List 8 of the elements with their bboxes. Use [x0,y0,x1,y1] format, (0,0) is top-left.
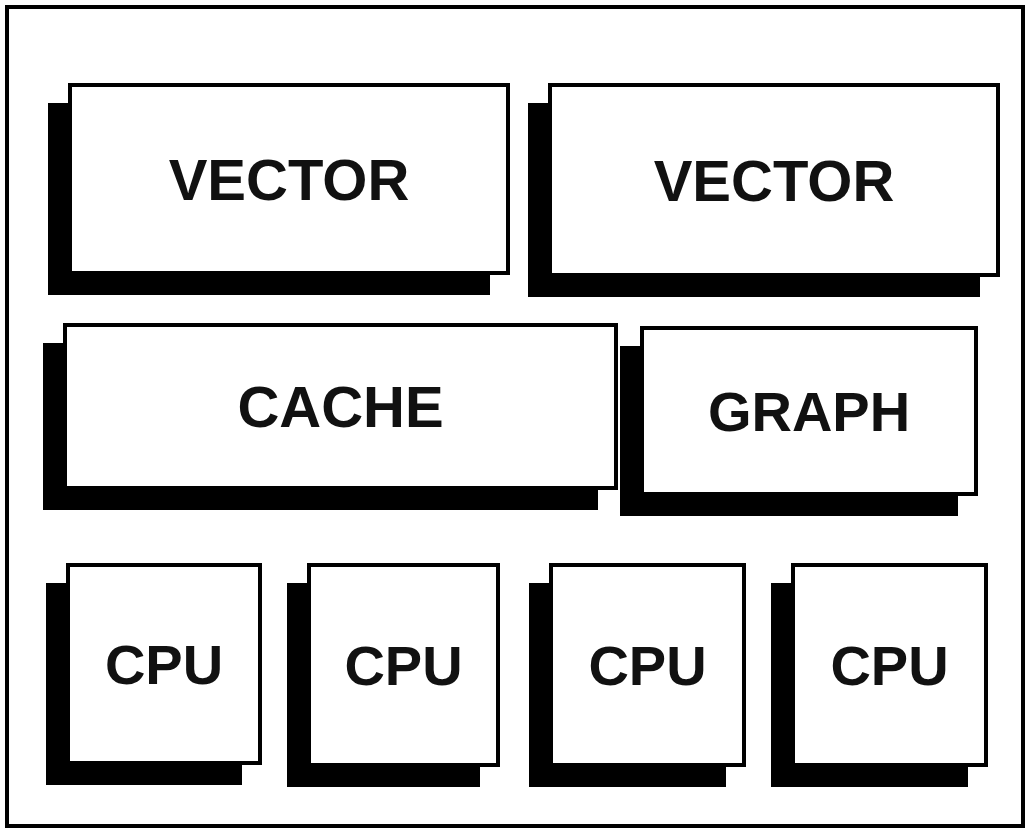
component-label: CPU [344,632,463,698]
component-label: GRAPH [707,378,911,444]
component-label: CPU [588,632,707,698]
component-label: CPU [830,632,949,698]
component-label: VECTOR [168,145,410,213]
component-label: CACHE [237,373,444,440]
component-label: VECTOR [653,146,895,214]
component-label: CPU [104,631,224,697]
